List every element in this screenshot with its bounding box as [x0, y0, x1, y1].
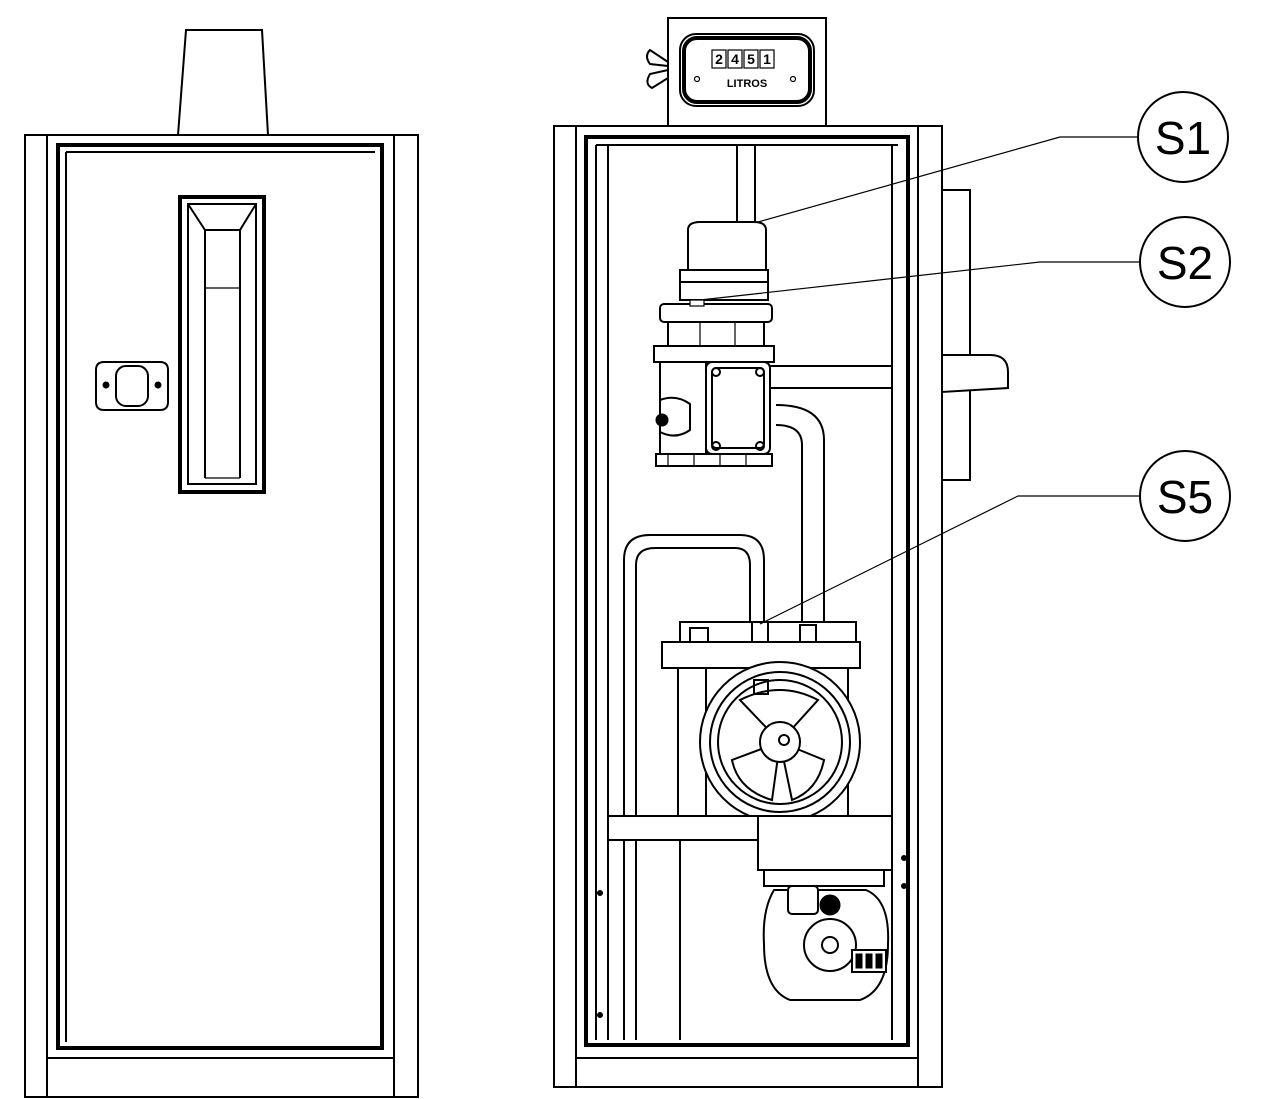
supply-pipe	[775, 404, 825, 625]
door-handle-slot	[178, 195, 266, 494]
unit-label: LITROS	[727, 78, 767, 90]
digit-1: 2	[715, 51, 723, 67]
leader-s5	[759, 495, 1140, 625]
callout-s5-label: S5	[1157, 471, 1213, 523]
cabinet-door-panel	[56, 143, 384, 1050]
open-cabinet-view: 2 4 5 1 LITROS	[553, 17, 1009, 1088]
pump-assembly	[757, 815, 893, 1001]
cabinet-top-cap	[176, 29, 270, 136]
callout-s2-label: S2	[1157, 237, 1213, 289]
callout-s1-label: S1	[1155, 112, 1211, 164]
bypass-pipe	[623, 534, 765, 1040]
digit-2: 4	[731, 51, 739, 67]
solenoid-valve	[653, 345, 892, 467]
callout-s5: S5	[1139, 450, 1231, 542]
nozzle-holder	[941, 189, 1009, 481]
callout-s1: S1	[1137, 91, 1229, 183]
digit-display: 2 4 5 1	[711, 49, 775, 69]
leader-s1	[757, 136, 1138, 223]
closed-cabinet-view	[24, 29, 419, 1098]
callout-s2: S2	[1139, 216, 1231, 308]
door-lock	[95, 361, 169, 411]
callout-leaders	[699, 136, 1140, 625]
reset-knob-icon	[646, 48, 669, 90]
solenoid-flange	[659, 299, 773, 347]
leader-s2	[699, 261, 1140, 301]
meter-head: 2 4 5 1 LITROS	[646, 17, 827, 127]
digit-4: 1	[763, 51, 771, 67]
digit-3: 5	[747, 51, 755, 67]
flow-meter	[661, 621, 861, 823]
pulser-unit	[679, 221, 769, 301]
cabinet-outer-frame	[24, 134, 419, 1098]
